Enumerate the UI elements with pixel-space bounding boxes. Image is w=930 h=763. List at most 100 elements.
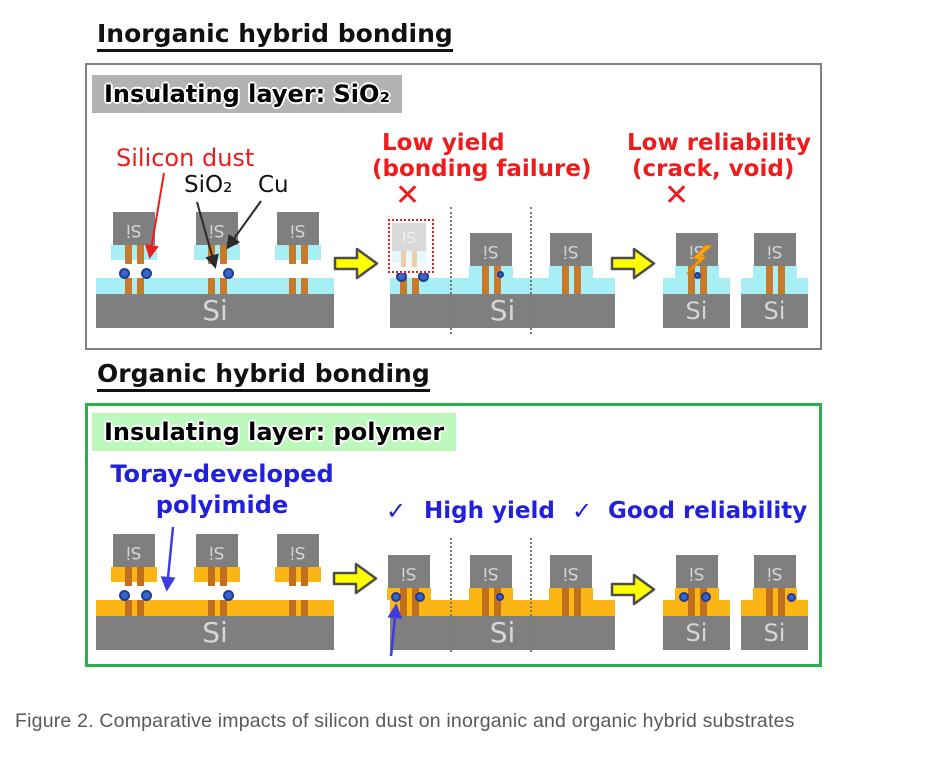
copper-via [220,567,227,586]
copper-via [766,588,773,616]
substrate-si-label: Si [763,297,786,325]
copper-via [494,266,501,294]
failed-chip-strip [392,251,426,263]
insulating-layer [663,278,730,294]
substrate-si-label: Si [202,294,228,327]
inorganic-insulating-layer-header: Insulating layer: SiO₂ [92,75,402,113]
dust-particle [496,270,504,278]
copper-via [412,278,419,294]
dust-particle [415,592,425,602]
good-reliability-label: Good reliability [608,498,808,524]
dicing-separator [450,207,452,334]
copper-via [125,567,132,586]
chip: Si [470,233,512,266]
dust-particle [222,589,234,601]
chip: Si [470,555,512,588]
dust-particle [679,592,689,602]
silicon-substrate: Si [663,294,730,328]
copper-via [208,245,215,264]
copper-via [125,600,132,616]
chip: Si [550,233,592,266]
chip-insulating-strip [194,567,240,582]
substrate-si-label: Si [685,619,708,647]
dust-particle [140,589,152,601]
chip: Si [196,534,238,567]
copper-via [700,588,707,616]
copper-via [301,567,308,586]
copper-via [220,600,227,616]
chip: Si [196,212,238,245]
copper-via [412,588,419,616]
substrate-si-label: Si [763,619,786,647]
silicon-substrate: Si [390,616,615,650]
copper-via [688,266,695,294]
copper-via [289,278,296,294]
chip-insulating-strip [275,245,321,260]
dust-particle [140,267,152,279]
inorganic-section-title: Inorganic hybrid bonding [97,20,453,52]
polyimide-label: Toray-developed polyimide [104,459,340,521]
low-yield-label: Low yield [382,130,505,156]
failure-cross-icon: ✕ [395,178,421,213]
bond-mound [753,266,797,278]
insulating-layer [741,278,808,294]
chip-insulating-strip [275,567,321,582]
chip-si-label: Si [563,563,579,583]
sio2-label: SiO₂ [184,172,233,198]
organic-section-title: Organic hybrid bonding [97,360,430,392]
chip-si-label: Si [483,563,499,583]
chip-si-label: Si [209,542,225,562]
copper-via [574,588,581,616]
dust-particle [118,589,130,601]
copper-via [220,278,227,294]
chip: Si [676,555,718,588]
dust-particle [222,267,234,279]
chip-si-label: Si [483,241,499,261]
reliability-cross-icon: ✕ [664,178,690,213]
polyimide-label-line1: Toray-developed [110,460,334,488]
copper-via [400,588,407,616]
chip-insulating-strip [111,245,157,260]
copper-via [301,600,308,616]
chip: Si [277,534,319,567]
chip-si-label: Si [401,563,417,583]
polyimide-label-line2: polyimide [155,491,289,519]
substrate-si-label: Si [489,294,516,327]
silicon-substrate: Si [96,294,334,328]
copper-via [125,278,132,294]
crack-void-label: (crack, void) [632,156,795,182]
dust-particle [496,593,504,601]
dust-particle [391,592,401,602]
insulating-layer [741,600,808,616]
chip: Si [113,534,155,567]
failed-chip: Si [392,223,426,251]
copper-via [137,245,144,264]
chip-si-label: Si [689,563,705,583]
copper-via [301,278,308,294]
chip: Si [550,555,592,588]
chip-si-label: Si [126,220,142,240]
chip: Si [277,212,319,245]
dust-particle [701,592,711,602]
copper-via [562,266,569,294]
silicon-dust-label: Silicon dust [116,144,255,172]
bond-mound [549,266,593,278]
copper-via [289,600,296,616]
chip: Si [113,212,155,245]
insulating-layer [663,600,730,616]
silicon-substrate: Si [741,294,808,328]
copper-via [220,245,227,264]
copper-via [778,588,785,616]
failed-chip-via [401,251,406,267]
copper-via [700,266,707,294]
failed-chip-via [412,251,417,267]
dust-particle [118,267,130,279]
chip-si-label: Si [689,241,705,261]
good-reliability-check-icon: ✓ [572,497,593,525]
copper-via [482,266,489,294]
copper-via [562,588,569,616]
cu-label: Cu [258,172,289,198]
chip: Si [754,555,796,588]
silicon-substrate: Si [96,616,334,650]
chip: Si [676,233,718,266]
